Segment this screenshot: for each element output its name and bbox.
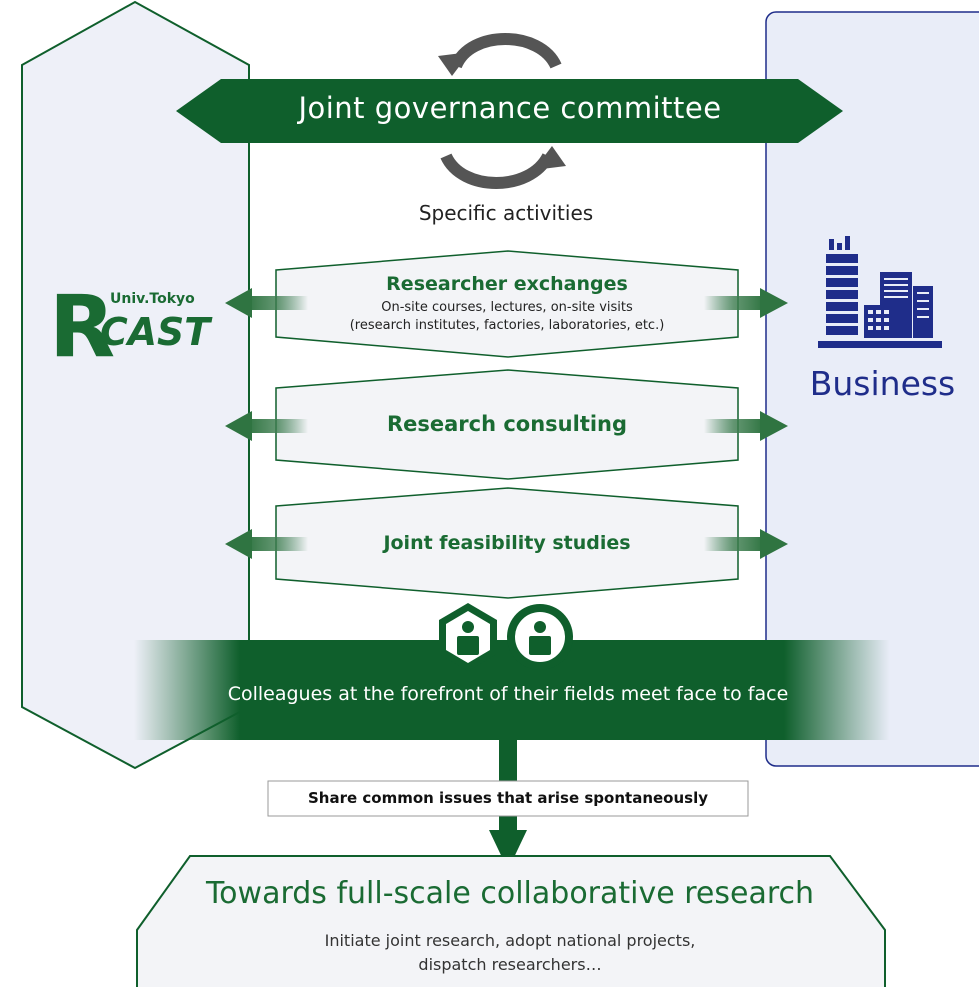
share-box xyxy=(267,780,749,817)
activity-research-consulting xyxy=(275,369,739,480)
activity-3-title: Joint feasibility studies xyxy=(383,532,631,554)
outcome-line1: Initiate joint research, adopt national … xyxy=(324,931,696,950)
business-label: Business xyxy=(809,364,956,403)
arrow-left-2-icon xyxy=(225,411,308,441)
share-text: Share common issues that arise spontaneo… xyxy=(307,789,709,807)
arrow-right-2-icon xyxy=(704,411,788,441)
activity-joint-feasibility xyxy=(275,487,739,599)
activity-researcher-exchanges xyxy=(275,250,739,358)
person-hexagon-icon xyxy=(439,603,497,671)
logo-univ-text: Univ.Tokyo xyxy=(110,291,195,307)
arrow-left-1-icon xyxy=(225,288,308,318)
outcome-line2: dispatch researchers… xyxy=(418,955,602,974)
governance-subtitle: Specific activities xyxy=(418,201,594,225)
logo-cast-text: CAST xyxy=(100,310,213,354)
meeting-text: Colleagues at the forefront of their fie… xyxy=(227,683,789,705)
activity-1-line1: On-site courses, lectures, on-site visit… xyxy=(381,300,633,315)
building-icon xyxy=(818,236,942,348)
governance-title: Joint governance committee xyxy=(298,91,722,125)
activity-2-title: Research consulting xyxy=(386,412,628,436)
cycle-arrow-top-icon xyxy=(438,33,562,76)
outcome-hexagon xyxy=(136,855,886,987)
arrow-right-3-icon xyxy=(704,529,788,559)
arrow-right-1-icon xyxy=(704,288,788,318)
meeting-band xyxy=(134,640,890,740)
rcast-logo: R Univ.Tokyo CAST xyxy=(49,277,213,377)
activity-1-title: Researcher exchanges xyxy=(386,273,628,295)
right-org-panel xyxy=(765,11,979,767)
logo-letter: R xyxy=(49,277,115,377)
governance-banner xyxy=(176,79,843,143)
activity-1-line2: (research institutes, factories, laborat… xyxy=(349,318,665,333)
person-circle-icon xyxy=(507,604,573,670)
outcome-title: Towards full-scale collaborative researc… xyxy=(205,876,815,911)
cycle-arrow-bottom-icon xyxy=(440,146,566,189)
arrow-left-3-icon xyxy=(225,529,308,559)
